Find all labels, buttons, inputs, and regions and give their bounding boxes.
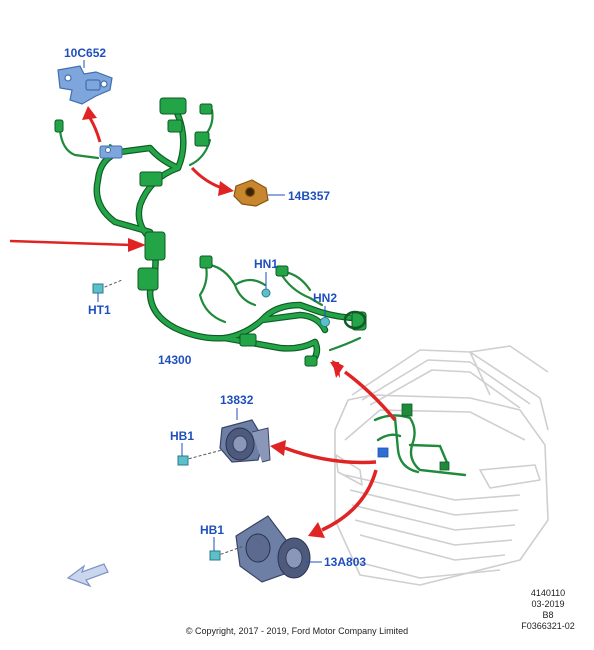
illustration-metadata: 4140110 03-2019 B8 F0366321-02 xyxy=(508,588,588,632)
callout-ht1: HT1 xyxy=(88,303,111,317)
copyright-notice: © Copyright, 2017 - 2019, Ford Motor Com… xyxy=(185,626,409,636)
horn-13a803 xyxy=(235,515,322,583)
callout-hn1: HN1 xyxy=(254,257,278,271)
vehicle-front-illustration xyxy=(334,345,549,586)
callout-10c652: 10C652 xyxy=(64,46,106,60)
meta-line-1: 4140110 xyxy=(530,588,566,598)
pointer-arrows xyxy=(9,106,397,538)
horn-13832 xyxy=(219,408,271,463)
arrow-vehicle-to-harness xyxy=(330,360,397,422)
callout-hb1-lower: HB1 xyxy=(200,523,224,537)
part-10c652 xyxy=(57,65,113,105)
callout-hn2: HN2 xyxy=(313,291,337,305)
part-14b357 xyxy=(233,179,269,207)
arrow-vehicle-to-horn-13832 xyxy=(270,440,377,465)
fastener-hn2 xyxy=(320,306,330,327)
arrow-left-horizontal xyxy=(9,238,146,252)
callout-13832: 13832 xyxy=(220,393,254,407)
meta-line-3: B8 xyxy=(542,610,554,620)
callout-14b357: 14B357 xyxy=(288,189,330,203)
callout-13a803: 13A803 xyxy=(324,555,366,569)
meta-line-4: F0366321-02 xyxy=(521,621,575,631)
callout-14300: 14300 xyxy=(158,353,192,367)
blue-connector xyxy=(99,145,123,159)
fastener-hn1 xyxy=(261,272,271,298)
fastener-ht1 xyxy=(92,279,123,302)
callout-hb1-upper: HB1 xyxy=(170,429,194,443)
arrow-vehicle-to-horn-13a803 xyxy=(308,469,378,538)
meta-line-2: 03-2019 xyxy=(531,599,565,609)
arrow-to-10c652 xyxy=(82,106,102,143)
view-direction-arrow-icon xyxy=(66,563,109,588)
arrow-to-14b357 xyxy=(190,166,234,196)
bolt-hb1-lower xyxy=(209,537,245,561)
bolt-hb1-upper xyxy=(177,443,223,466)
wiring-harness-14300 xyxy=(54,97,367,367)
